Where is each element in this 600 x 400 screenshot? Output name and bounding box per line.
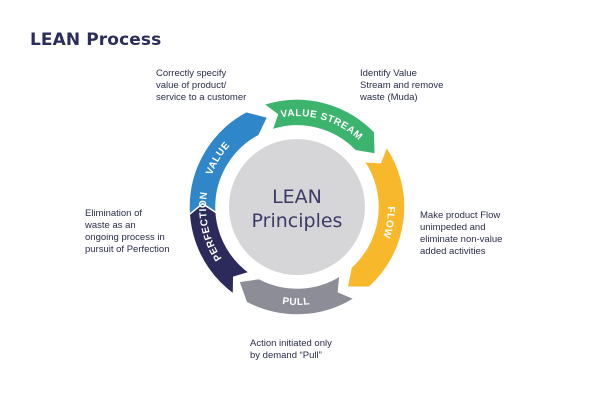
description-line: pursuit of Perfection (85, 244, 170, 255)
segment-label-pull: PULL (282, 296, 311, 308)
description-line: Stream and remove (360, 80, 444, 91)
cycle-segments (188, 98, 406, 316)
segment-value-stream (262, 98, 377, 156)
description-line: eliminate non-value (420, 234, 503, 245)
description-line: by demand “Pull” (250, 350, 322, 361)
center-title-line2: Principles (252, 210, 343, 232)
center-circle (229, 139, 365, 275)
description-line: Make product Flow (420, 210, 501, 221)
description-line: value of product/ (156, 80, 227, 91)
segment-flow (346, 144, 406, 289)
description-line: ongoing process in (85, 232, 165, 243)
description-line: waste (Muda) (360, 92, 418, 103)
description-line: Correctly specify (156, 68, 227, 79)
description-line: Identify Value (360, 68, 417, 79)
center-title-line1: LEAN (272, 186, 322, 208)
page-title: LEAN Process (30, 30, 162, 50)
description-line: service to a customer (156, 92, 247, 103)
segment-label-text: PULL (282, 296, 310, 308)
segment-value (188, 110, 269, 217)
description-line: Elimination of (85, 208, 143, 219)
description-line: added activities (420, 246, 486, 257)
description-line: unimpeded and (420, 222, 486, 233)
description-line: waste as an (85, 220, 136, 231)
description-line: Action initiated only (250, 338, 332, 349)
segment-pull (237, 274, 356, 316)
